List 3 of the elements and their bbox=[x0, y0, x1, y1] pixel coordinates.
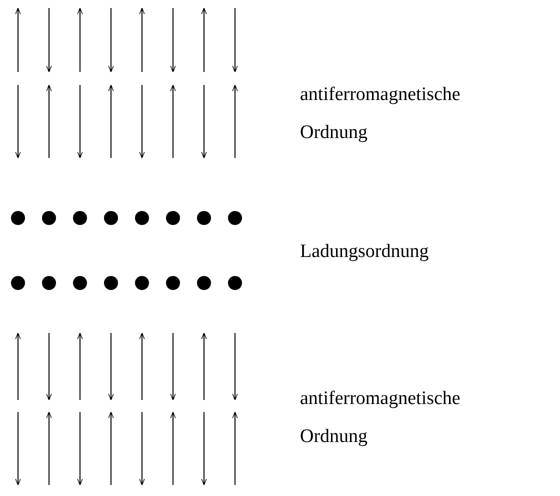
order-label: Ladungsordnung bbox=[300, 240, 430, 264]
order-label: antiferromagnetische Ordnung bbox=[300, 387, 462, 449]
order-label: antiferromagnetische Ordnung bbox=[300, 83, 462, 145]
